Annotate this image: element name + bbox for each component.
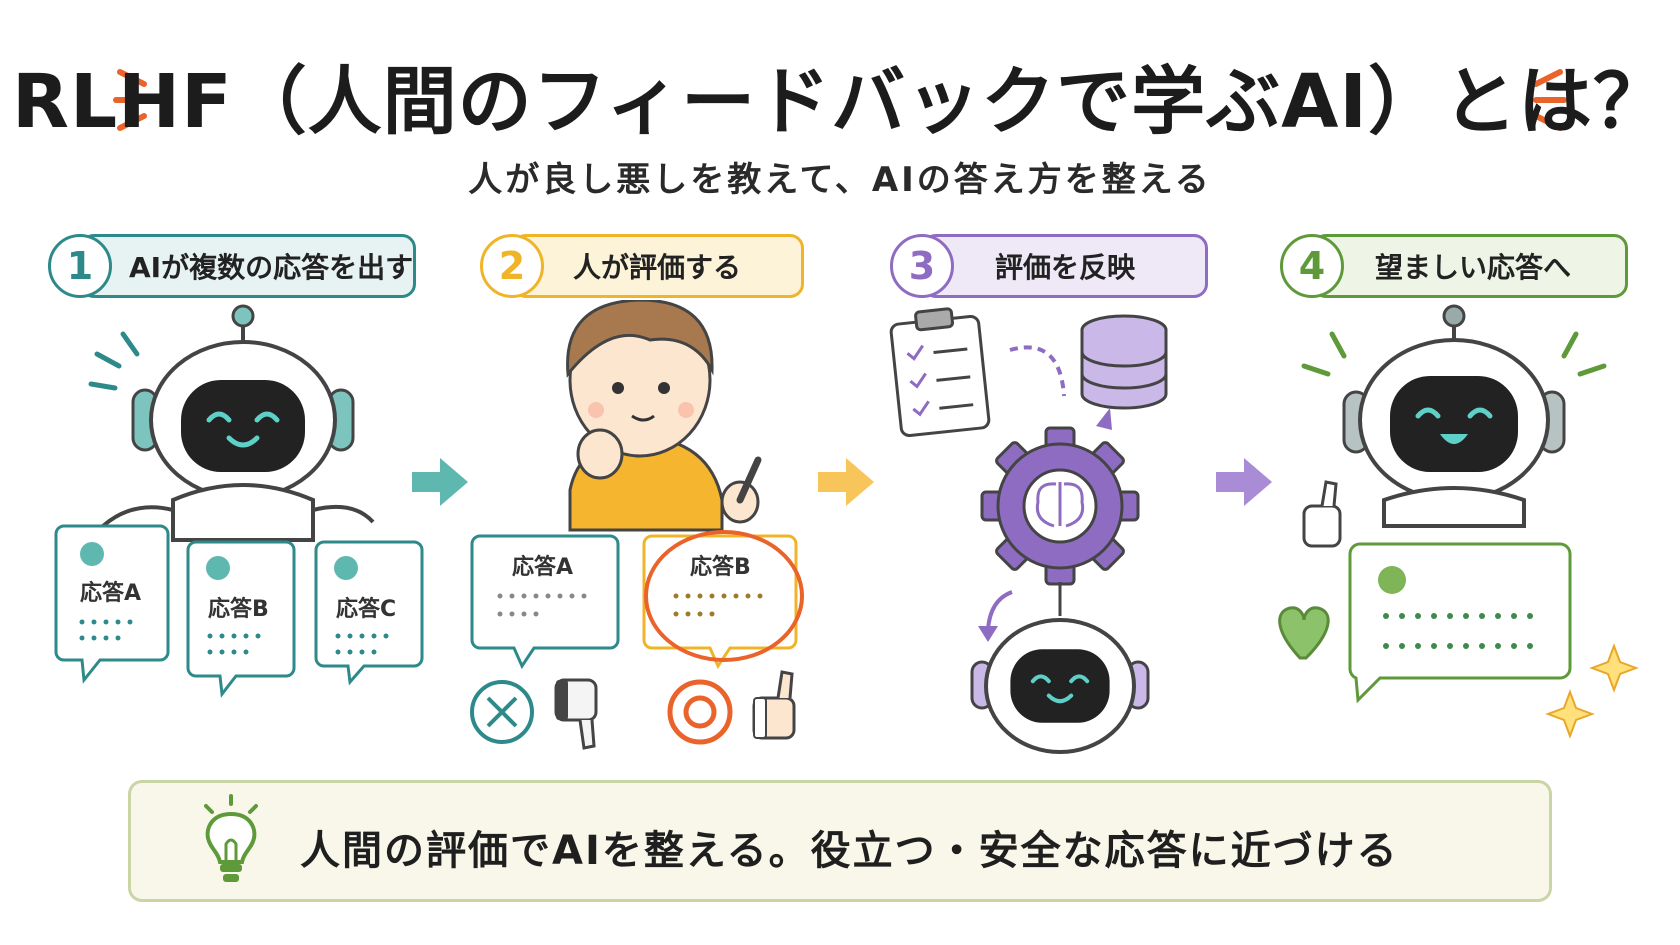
left-sparkle-icon (113, 69, 147, 131)
step-2-number: 2 (480, 234, 544, 298)
title-decorations (113, 69, 1567, 131)
panel-2-bubble-a: 応答A (470, 534, 620, 670)
panel-1-response-a: 応答A (80, 580, 141, 606)
step-4-number: 4 (1280, 234, 1344, 298)
step-2-pill: 人が評価する (512, 234, 804, 298)
panel-4-thumbs-up-icon (1302, 480, 1342, 548)
panel-2-response-a: 応答A (512, 554, 573, 580)
arrow-1-icon (412, 458, 468, 506)
sparkle-icon (1589, 643, 1639, 693)
panel-2-bubble-b: 応答B (642, 530, 804, 670)
summary-text: 人間の評価でAIを整える。役立つ・安全な応答に近づける (300, 828, 1399, 874)
summary-box (128, 780, 1552, 902)
cross-icon (470, 680, 534, 744)
panel-3-robot (970, 618, 1150, 754)
step-4-pill: 望ましい応答へ (1312, 234, 1628, 298)
database-icon (1080, 314, 1168, 410)
panel-1-response-c: 応答C (336, 596, 396, 622)
heart-icon (1278, 606, 1330, 660)
panel-4-robot (1301, 304, 1607, 528)
step-4-label: 望ましい応答へ (1375, 251, 1572, 284)
step-1-label: AIが複数の応答を出す (129, 251, 414, 284)
arrow-3-icon (1216, 458, 1272, 506)
gear-brain-icon (980, 426, 1140, 586)
gear-to-robot-arrow (986, 590, 1013, 631)
panel-4-response-bubble (1348, 542, 1572, 704)
panel-2-person (566, 300, 762, 532)
panel-1-response-b: 応答B (208, 596, 269, 622)
step-2-label: 人が評価する (573, 251, 742, 284)
step-1-number: 1 (48, 234, 112, 298)
step-3-pill: 評価を反映 (922, 234, 1208, 298)
panel-1-bubble-a: 応答A (54, 524, 170, 684)
page-subtitle: 人が良し悪しを教えて、AIの答え方を整える (468, 160, 1212, 200)
panel-1-bubble-b: 応答B (186, 540, 296, 698)
thumbs-up-icon (752, 670, 796, 740)
step-1-pill: AIが複数の応答を出す (80, 234, 416, 298)
illustration-area: 応答A 応答B 応答C 応答A 応答B (54, 300, 1639, 754)
clipboard-icon (889, 307, 991, 438)
thumbs-down-icon (554, 678, 598, 750)
sparkle-icon (1545, 689, 1595, 739)
step-3-number: 3 (890, 234, 954, 298)
arrow-2-icon (818, 458, 874, 506)
circle-icon (667, 679, 733, 745)
page-title: RLHF（人間のフィードバックで学ぶAI）とは？ (12, 59, 1668, 145)
down-arrow-icon (978, 626, 998, 642)
step-3-label: 評価を反映 (995, 251, 1136, 284)
gear-to-db-arrow-icon (1096, 408, 1112, 430)
right-sparkle-icon (1533, 69, 1567, 131)
panel-1-robot (88, 304, 375, 542)
panel-1-bubble-c: 応答C (314, 540, 424, 686)
lightbulb-icon (204, 794, 258, 882)
panel-2-response-b: 応答B (690, 554, 751, 580)
dashed-connector (1009, 345, 1066, 397)
